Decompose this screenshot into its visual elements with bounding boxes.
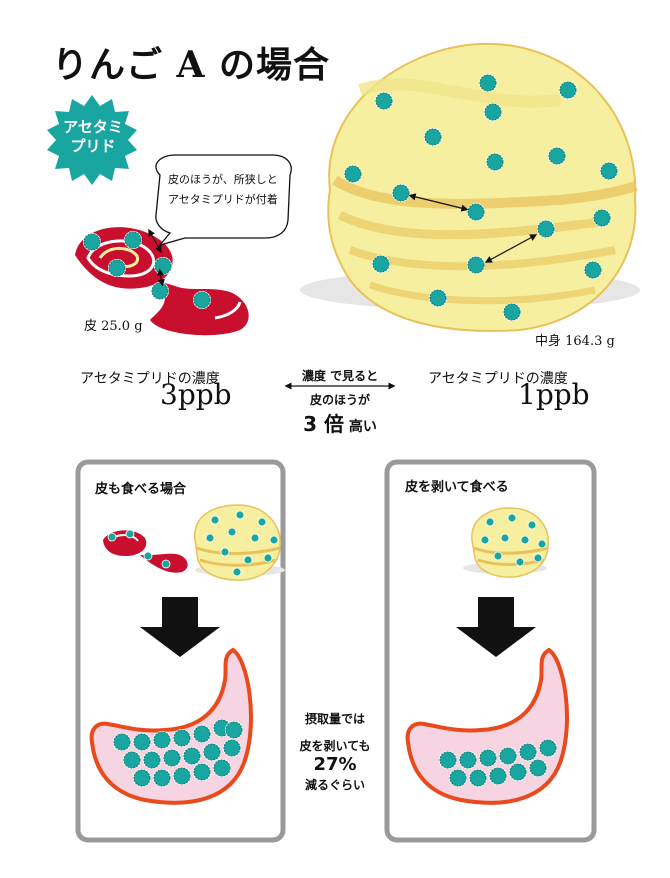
peel-conc-value: 3ppb bbox=[160, 378, 232, 411]
starburst-badge-icon bbox=[47, 95, 137, 185]
flesh-weight-label: 中身 164.3 g bbox=[535, 334, 615, 349]
apple-peel-illustration bbox=[75, 227, 249, 336]
page-title: りんご A の場合 bbox=[52, 44, 330, 86]
left-panel-title: 皮も食べる場合 bbox=[95, 482, 187, 497]
badge-line1: アセタミ bbox=[63, 118, 123, 136]
callout-line2: アセタミプリドが付着 bbox=[168, 193, 278, 206]
stomach-illustration-right bbox=[405, 647, 569, 805]
intake-note-line4: 減るぐらい bbox=[304, 778, 365, 792]
intake-note-line1: 摂取量では bbox=[304, 712, 365, 726]
callout-text: 皮のほうが、所狭しと アセタミプリドが付着 bbox=[168, 170, 292, 210]
down-arrow-icon-left bbox=[140, 597, 220, 657]
intake-note-percent: 27% bbox=[313, 754, 357, 775]
intake-note-line2: 皮を剥いても bbox=[299, 739, 371, 753]
peel-conc-label: アセタミプリドの濃度 bbox=[80, 371, 220, 387]
small-flesh-illustration-left bbox=[194, 504, 285, 581]
comparison-line3: 3 倍 高い bbox=[282, 408, 398, 437]
callout-line1: 皮のほうが、所狭しと bbox=[168, 173, 278, 186]
down-arrow-icon-right bbox=[456, 597, 536, 657]
flesh-conc-label: アセタミプリドの濃度 bbox=[428, 371, 568, 387]
callout-bubble bbox=[155, 154, 292, 247]
stomach-illustration-left bbox=[89, 647, 253, 805]
small-peel-illustration bbox=[103, 529, 188, 573]
comparison-multiplier: 3 倍 bbox=[303, 412, 344, 436]
peel-weight-label: 皮 25.0 g bbox=[84, 319, 143, 334]
small-flesh-illustration-right bbox=[463, 507, 549, 578]
badge-label: アセタミ プリド bbox=[62, 118, 124, 156]
comparison-line1: 濃度 で見ると bbox=[301, 369, 379, 383]
badge-line2: プリド bbox=[70, 137, 116, 155]
comparison-line2: 皮のほうが bbox=[309, 393, 370, 407]
comparison-high: 高い bbox=[344, 419, 377, 435]
apple-flesh-illustration bbox=[300, 42, 640, 332]
right-panel-title: 皮を剥いて食べる bbox=[405, 480, 509, 495]
flesh-conc-value: 1ppb bbox=[518, 378, 590, 411]
